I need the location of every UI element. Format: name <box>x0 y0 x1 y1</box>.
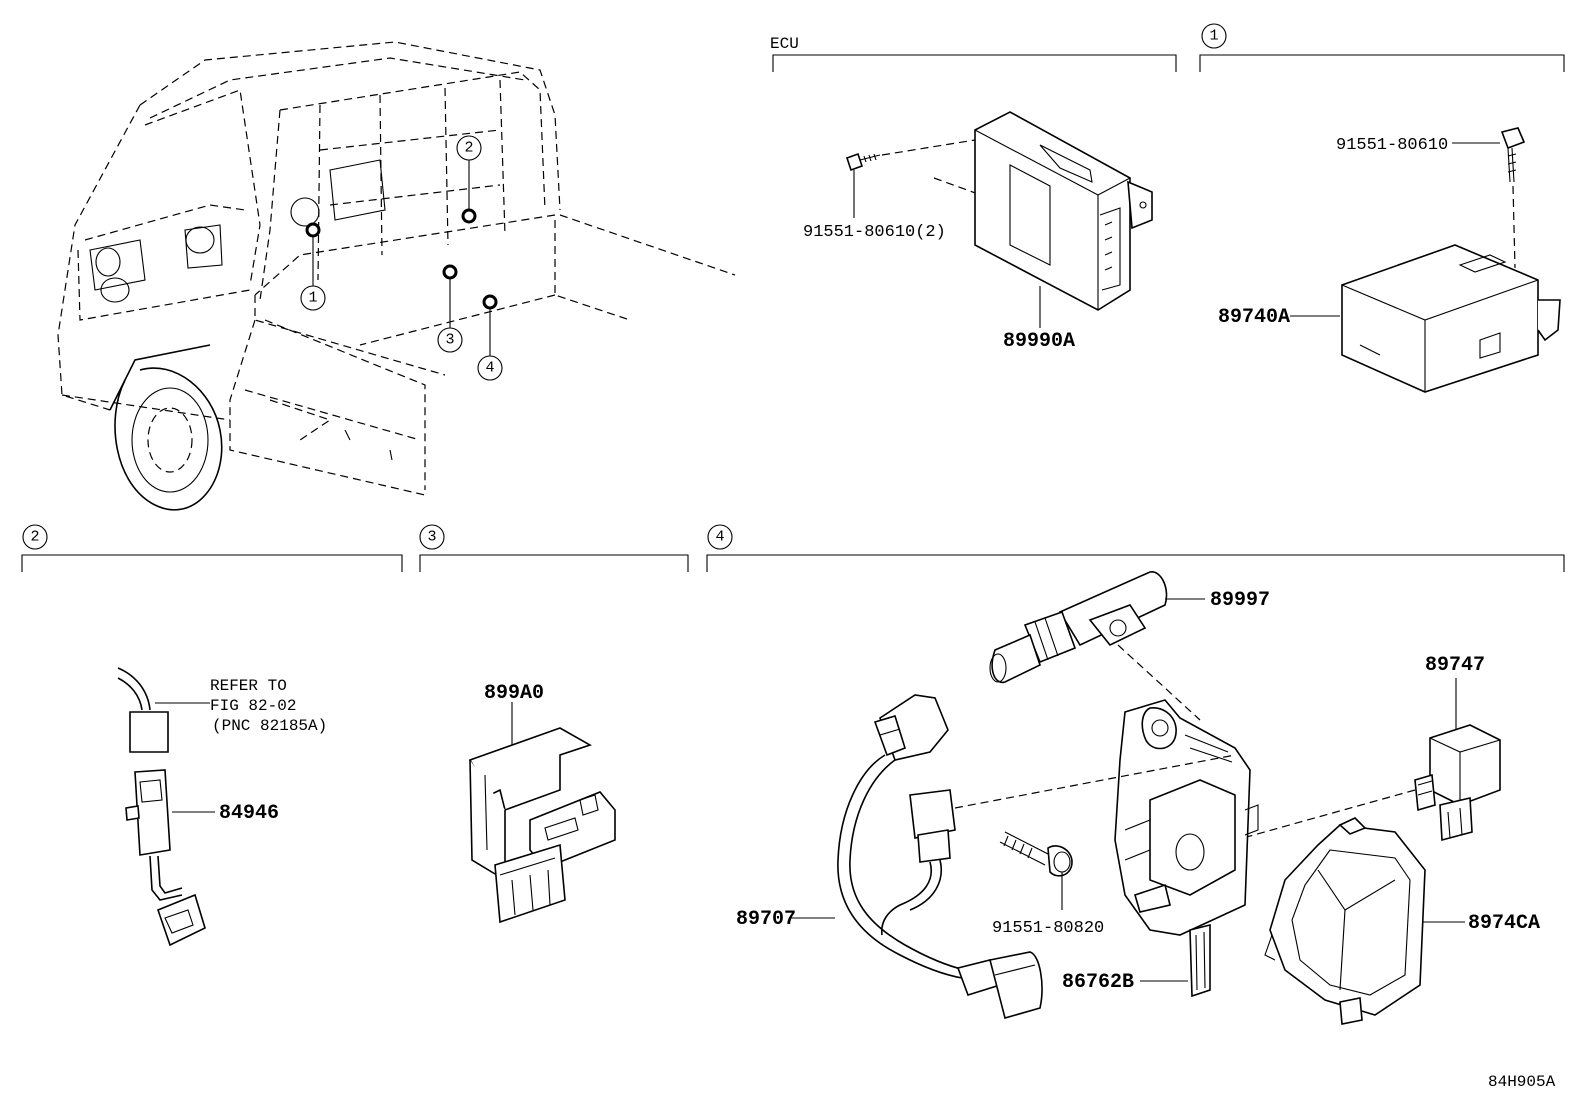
label-91551-80610-2: 91551-80610(2) <box>803 223 946 242</box>
truck-callout-1: 1 <box>300 285 326 311</box>
refer-line-2: FIG 82-02 <box>210 697 296 715</box>
section-2: 2 84946 REFER TO FIG 82-02 (PNC 82185A) <box>21 524 403 947</box>
figure-code: 84H905A <box>1488 1073 1556 1091</box>
sensor-84946[interactable] <box>125 769 206 947</box>
svg-text:1: 1 <box>308 290 317 307</box>
section-3-marker: 3 <box>419 524 445 550</box>
location-dot-4 <box>482 294 498 310</box>
label-8974CA: 8974CA <box>1468 912 1540 935</box>
section-1-marker: 1 <box>1201 23 1227 49</box>
label-86762B: 86762B <box>1062 971 1134 994</box>
label-89707: 89707 <box>736 908 796 931</box>
label-89990A: 89990A <box>1003 330 1075 353</box>
section-4: 4 89997 89747 <box>706 524 1565 1025</box>
location-dot-3 <box>442 264 458 280</box>
refer-line-3: (PNC 82185A) <box>212 717 327 735</box>
svg-text:4: 4 <box>715 529 724 546</box>
ecu-89990A[interactable] <box>974 111 1153 311</box>
module-89740A[interactable] <box>1341 244 1561 393</box>
section-1: 1 91551-80610 89740A <box>1199 23 1565 393</box>
bolt-91551-80610[interactable] <box>1500 127 1526 183</box>
svg-text:1: 1 <box>1209 28 1218 45</box>
label-91551-80820: 91551-80820 <box>992 919 1104 938</box>
section-ecu: ECU 91551-80610(2) 89990A <box>770 35 1177 353</box>
section-ecu-title: ECU <box>770 35 799 53</box>
section-4-marker: 4 <box>707 524 733 550</box>
bracket-899A0[interactable] <box>468 727 616 924</box>
bolt-91551-80820[interactable] <box>999 831 1073 877</box>
svg-text:2: 2 <box>30 529 39 546</box>
bolt-91551-80610-2[interactable] <box>845 152 881 218</box>
refer-line-1: REFER TO <box>210 677 287 695</box>
svg-text:3: 3 <box>427 529 436 546</box>
bracket-86762B[interactable] <box>1114 699 1259 998</box>
label-89740A: 89740A <box>1218 306 1290 329</box>
truck-callout-2: 2 <box>456 135 482 161</box>
truck-callout-4: 4 <box>477 355 503 381</box>
section-2-marker: 2 <box>22 524 48 550</box>
harness-89707[interactable] <box>837 694 1043 1019</box>
label-89997: 89997 <box>1210 589 1270 612</box>
cover-8974CA[interactable] <box>1264 817 1426 1025</box>
truck-illustration: 1 2 3 4 <box>57 41 736 511</box>
label-91551-80610: 91551-80610 <box>1336 136 1448 155</box>
svg-text:3: 3 <box>445 332 454 349</box>
label-899A0: 899A0 <box>484 682 544 705</box>
location-dot-2 <box>461 208 477 224</box>
section-3: 3 899A0 <box>419 524 689 924</box>
truck-callout-3: 3 <box>437 327 463 353</box>
svg-text:4: 4 <box>485 360 494 377</box>
sensor-89747[interactable] <box>1414 724 1501 842</box>
sensor-89997[interactable] <box>989 571 1168 684</box>
svg-text:2: 2 <box>464 140 473 157</box>
label-89747: 89747 <box>1425 654 1485 677</box>
location-dot-1 <box>305 222 321 238</box>
label-84946: 84946 <box>219 802 279 825</box>
